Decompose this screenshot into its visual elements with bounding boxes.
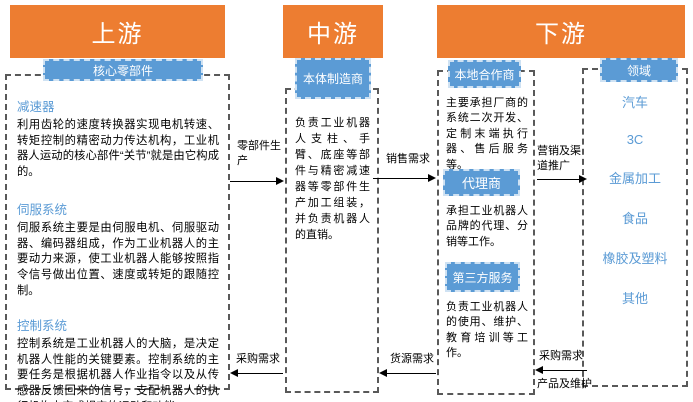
upstream-content: 减速器 利用齿轮的速度转换器实现电机转速、转矩控制的精密动力传达机构，工业机器人… [7, 76, 228, 402]
servo-body: 伺服系统主要是由伺服电机、伺服驱动器、编码器组成，作为工业机器人的主要动力来源，… [17, 222, 219, 297]
purchase-demand-down-label: 采购需求 [539, 350, 583, 362]
parts-production-arrow [230, 177, 284, 185]
field-item-3c: 3C [626, 132, 644, 147]
servo-section: 伺服系统 伺服系统主要是由伺服电机、伺服驱动器、编码器组成，作为工业机器人的主要… [17, 199, 219, 299]
third-party-service-label: 第三方服务 [445, 262, 520, 292]
control-body: 控制系统是工业机器人的大脑，是决定机器人性能的关键要素。控制系统的主要任务是根据… [17, 338, 219, 402]
agent-label: 代理商 [443, 169, 520, 196]
fields-list: 汽车 3C 金属加工 食品 橡胶及塑料 其他 [582, 92, 688, 307]
agent-body: 承担工业机器人品牌的代理、分销等工作。 [446, 205, 528, 248]
fields-box [582, 68, 688, 387]
core-components-label: 核心零部件 [43, 59, 203, 81]
fields-label: 领域 [600, 58, 678, 82]
downstream-partners-box [437, 70, 535, 395]
servo-title: 伺服系统 [17, 203, 68, 218]
control-title: 控制系统 [17, 319, 68, 334]
purchase-demand-mid-arrow [230, 369, 283, 377]
midstream-header: 中游 [283, 5, 383, 58]
supply-demand-arrow [379, 369, 436, 377]
parts-production-label: 零部件生产 [237, 140, 281, 167]
field-item-automotive: 汽车 [621, 95, 648, 110]
field-item-food: 食品 [621, 211, 648, 226]
third-party-service-body: 负责工业机器人的使用、维护、教育培训等工作。 [446, 301, 528, 360]
marketing-arrow [537, 175, 587, 183]
downstream-header: 下游 [437, 5, 685, 58]
midstream-body: 负责工业机器人支柱、手臂、底座等部件与精密减速器等零部件生产加工组装，并负责机器… [295, 117, 370, 241]
body-manufacturer-label: 本体制造商 [295, 58, 371, 99]
supply-demand-label: 货源需求 [390, 353, 434, 365]
local-partner-label: 本地合作商 [448, 60, 521, 88]
upstream-box: 减速器 利用齿轮的速度转换器实现电机转速、转矩控制的精密动力传达机构，工业机器人… [5, 74, 230, 402]
local-partner-body: 主要承担厂商的系统二次开发、定制末端执行器、售后服务等。 [446, 97, 528, 171]
field-item-rubber-plastic: 橡胶及塑料 [602, 251, 668, 266]
products-maintenance-label: 产品及维护 [537, 378, 592, 390]
purchase-demand-mid-label: 采购需求 [236, 353, 280, 365]
sales-demand-label: 销售需求 [386, 153, 430, 165]
field-item-metal: 金属加工 [608, 171, 661, 186]
control-section: 控制系统 控制系统是工业机器人的大脑，是决定机器人性能的关键要素。控制系统的主要… [17, 315, 219, 402]
marketing-label: 营销及渠道推广 [537, 145, 581, 172]
reducer-body: 利用齿轮的速度转换器实现电机转速、转矩控制的精密动力传达机构，工业机器人运动的核… [17, 119, 219, 178]
midstream-box: 负责工业机器人支柱、手臂、底座等部件与精密减速器等零部件生产加工组装，并负责机器… [285, 88, 379, 393]
upstream-header: 上游 [10, 5, 225, 58]
reducer-section: 减速器 利用齿轮的速度转换器实现电机转速、转矩控制的精密动力传达机构，工业机器人… [17, 96, 219, 180]
field-item-other: 其他 [621, 291, 648, 306]
purchase-demand-down-arrow [535, 366, 587, 374]
reducer-title: 减速器 [17, 100, 55, 114]
midstream-content: 负责工业机器人支柱、手臂、底座等部件与精密减速器等零部件生产加工组装，并负责机器… [287, 90, 377, 244]
sales-demand-arrow [373, 174, 436, 182]
